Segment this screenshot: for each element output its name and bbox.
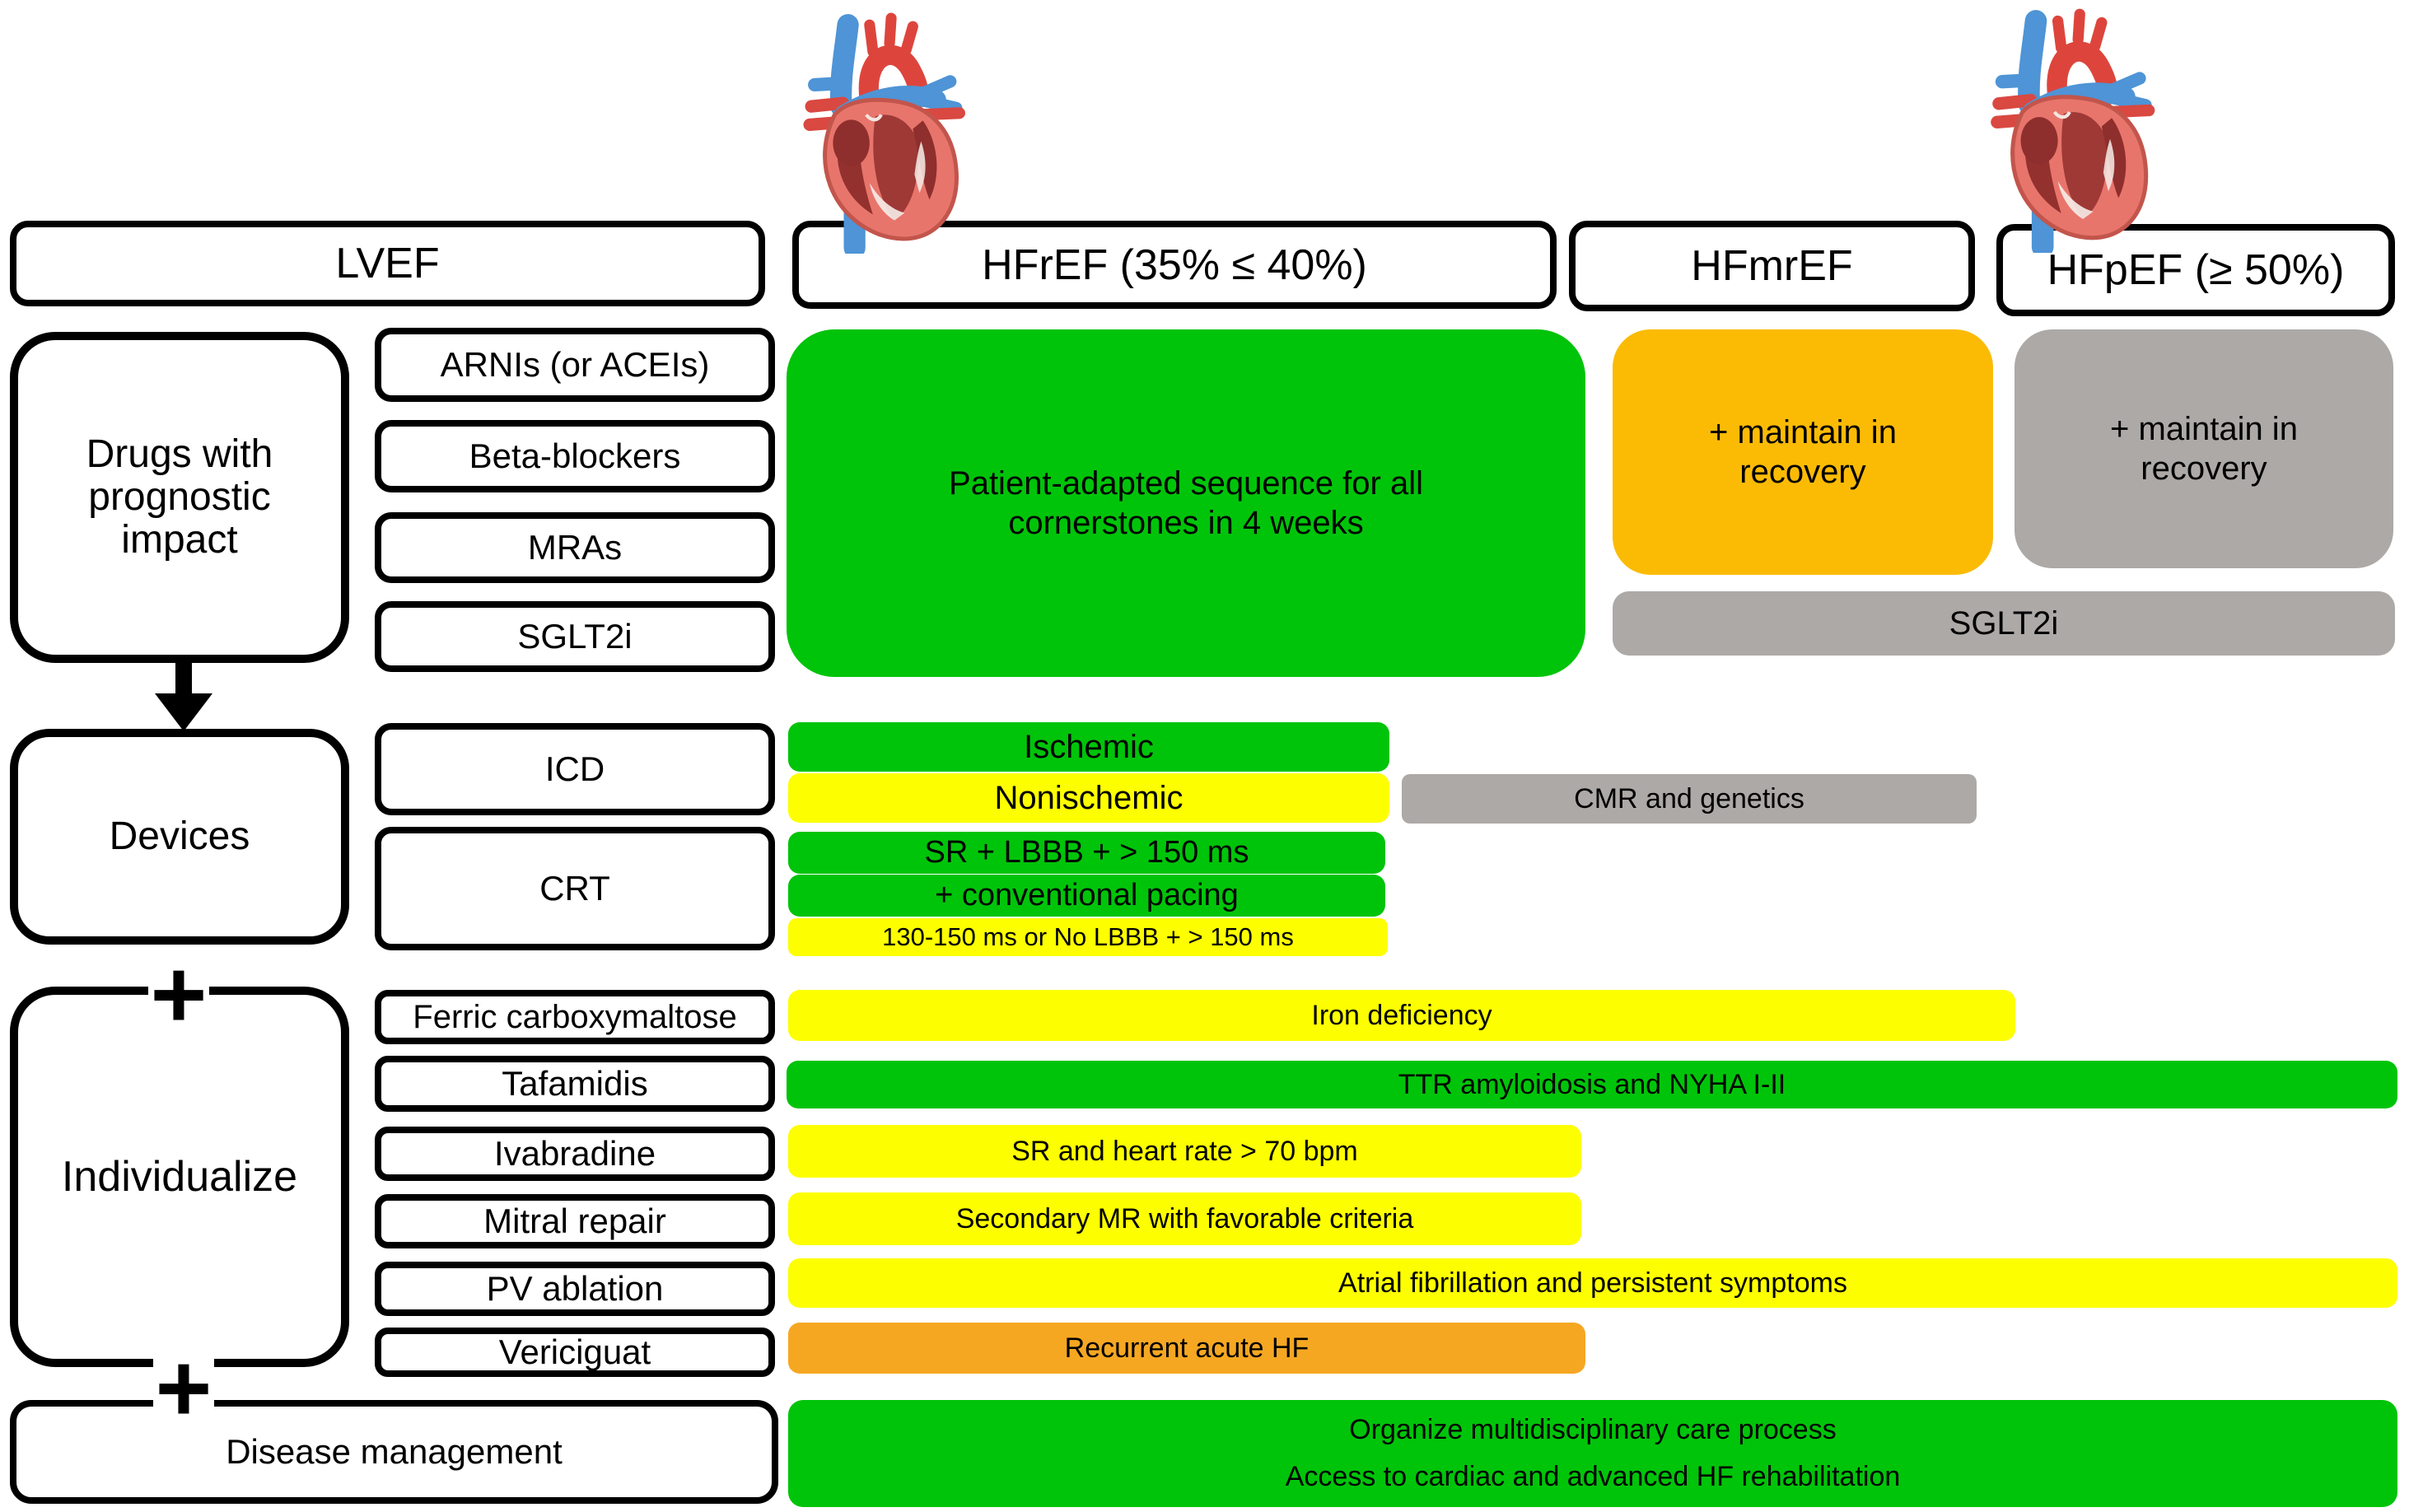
hfmref-header-box: HFmrEF xyxy=(1569,221,1975,311)
plus-glyph: + xyxy=(155,1334,212,1443)
treatment-label: PV ablation xyxy=(486,1269,664,1308)
crt-green-bar-line2: + conventional pacing xyxy=(788,875,1385,917)
disease-management-box: Disease management xyxy=(10,1400,778,1504)
lvef-header-label: LVEF xyxy=(335,240,440,287)
crt-yellow-text: 130-150 ms or No LBBB + > 150 ms xyxy=(882,922,1294,951)
drug-label-beta-blockers: Beta-blockers xyxy=(469,436,681,475)
ttr-amyloidosis-label: TTR amyloidosis and NYHA I-II xyxy=(1398,1068,1786,1100)
treatment-box-ivabradine: Ivabradine xyxy=(375,1127,775,1181)
treatment-box-tafamidis: Tafamidis xyxy=(375,1056,775,1112)
icd-nonischemic-label: Nonischemic xyxy=(994,779,1183,816)
treatment-label: Ivabradine xyxy=(493,1134,656,1173)
drug-label-mras: MRAs xyxy=(527,528,623,567)
crt-green-text1: SR + LBBB + > 150 ms xyxy=(924,835,1249,870)
drugs-group-label: Drugs with prognostic impact xyxy=(86,432,273,562)
recurrent-acute-hf-bar: Recurrent acute HF xyxy=(788,1323,1585,1374)
treatment-box-mitral-repair: Mitral repair xyxy=(375,1194,775,1248)
secondary-mr-bar: Secondary MR with favorable criteria xyxy=(788,1192,1581,1245)
sglt2i-span-label: SGLT2i xyxy=(1949,604,2059,642)
drug-label-sglt2i: SGLT2i xyxy=(517,617,633,656)
sglt2i-span-bar: SGLT2i xyxy=(1613,591,2395,656)
crt-green-bar-line1: SR + LBBB + > 150 ms xyxy=(788,832,1385,874)
device-label-crt: CRT xyxy=(539,869,610,908)
devices-group-box: Devices xyxy=(10,729,349,945)
hfref-header-label: HFrEF (35% ≤ 40%) xyxy=(982,240,1367,289)
hfmref-maintain-panel: + maintain in recovery xyxy=(1613,329,1993,575)
treatment-box-pv-ablation: PV ablation xyxy=(375,1262,775,1316)
crt-yellow-bar: 130-150 ms or No LBBB + > 150 ms xyxy=(788,918,1388,956)
disease-management-panel: Organize multidisciplinary care process … xyxy=(788,1400,2397,1507)
icd-ischemic-label: Ischemic xyxy=(1024,728,1154,765)
heart-icon xyxy=(1981,4,2164,253)
individualize-group-box: Individualize xyxy=(10,987,349,1367)
treatment-box-vericiguat: Vericiguat xyxy=(375,1328,775,1377)
treatment-label: Mitral repair xyxy=(483,1202,666,1240)
hfmref-header-label: HFmrEF xyxy=(1691,242,1853,290)
treatment-label: Vericiguat xyxy=(498,1332,651,1371)
drug-box-mras: MRAs xyxy=(375,512,775,583)
hfpef-maintain-text: + maintain in recovery xyxy=(2110,411,2298,487)
treatment-label: Ferric carboxymaltose xyxy=(413,998,737,1035)
care-process-text: Organize multidisciplinary care process xyxy=(1349,1414,1837,1446)
cmr-genetics-label: CMR and genetics xyxy=(1574,782,1804,814)
drug-box-sglt2i: SGLT2i xyxy=(375,601,775,672)
drugs-group-box: Drugs with prognostic impact xyxy=(10,332,349,663)
hfmref-maintain-text: + maintain in recovery xyxy=(1709,414,1897,490)
cmr-genetics-bar: CMR and genetics xyxy=(1402,774,1977,824)
secondary-mr-label: Secondary MR with favorable criteria xyxy=(955,1202,1414,1234)
treatment-label: Tafamidis xyxy=(502,1064,648,1103)
rehabilitation-text: Access to cardiac and advanced HF rehabi… xyxy=(1285,1460,1901,1492)
drug-label-arnis: ARNIs (or ACEIs) xyxy=(440,345,710,384)
hfpef-header-label: HFpEF (≥ 50%) xyxy=(2047,246,2345,294)
drug-box-beta-blockers: Beta-blockers xyxy=(375,420,775,492)
plus-glyph: + xyxy=(150,940,208,1049)
recurrent-acute-hf-label: Recurrent acute HF xyxy=(1064,1332,1310,1364)
lvef-header-box: LVEF xyxy=(10,221,765,306)
plus-icon: + xyxy=(153,1340,214,1437)
device-box-crt: CRT xyxy=(375,827,775,950)
iron-deficiency-label: Iron deficiency xyxy=(1311,999,1492,1031)
individualize-group-label: Individualize xyxy=(61,1153,298,1201)
icd-nonischemic-bar: Nonischemic xyxy=(788,773,1389,823)
hfref-drug-strategy-panel: Patient-adapted sequence for all corners… xyxy=(787,329,1585,677)
plus-icon: + xyxy=(148,946,209,1043)
disease-management-label: Disease management xyxy=(226,1432,563,1471)
hfpef-maintain-panel: + maintain in recovery xyxy=(2015,329,2393,568)
treatment-box-ferric: Ferric carboxymaltose xyxy=(375,990,775,1044)
device-label-icd: ICD xyxy=(544,749,605,788)
atrial-fibrillation-bar: Atrial fibrillation and persistent sympt… xyxy=(788,1258,2397,1308)
drug-box-arnis: ARNIs (or ACEIs) xyxy=(375,328,775,402)
device-box-icd: ICD xyxy=(375,723,775,815)
devices-group-label: Devices xyxy=(109,814,250,859)
iron-deficiency-bar: Iron deficiency xyxy=(788,990,2015,1041)
hfref-header-box: HFrEF (35% ≤ 40%) xyxy=(792,221,1557,309)
down-arrow-icon xyxy=(155,659,212,731)
sr-heart-rate-label: SR and heart rate > 70 bpm xyxy=(1011,1135,1358,1167)
heart-icon xyxy=(792,8,975,254)
sr-heart-rate-bar: SR and heart rate > 70 bpm xyxy=(788,1125,1581,1178)
icd-ischemic-bar: Ischemic xyxy=(788,722,1389,772)
atrial-fibrillation-label: Atrial fibrillation and persistent sympt… xyxy=(1338,1267,1847,1299)
hfref-drug-strategy-text: Patient-adapted sequence for all corners… xyxy=(949,465,1423,541)
crt-green-text2: + conventional pacing xyxy=(935,878,1239,912)
hfpef-header-box: HFpEF (≥ 50%) xyxy=(1996,224,2395,316)
ttr-amyloidosis-bar: TTR amyloidosis and NYHA I-II xyxy=(787,1061,2397,1108)
